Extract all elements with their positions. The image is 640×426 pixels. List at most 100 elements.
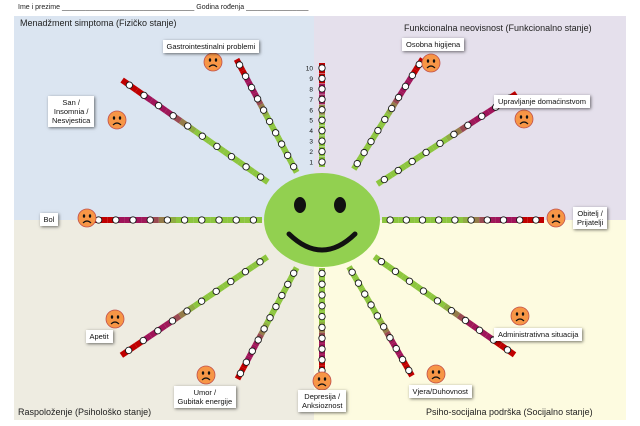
scale-point[interactable]: [266, 314, 274, 322]
scale-point[interactable]: [499, 216, 508, 224]
scale-point[interactable]: [408, 71, 417, 80]
scale-point[interactable]: [391, 267, 400, 276]
scale-point[interactable]: [353, 159, 361, 168]
scale-point[interactable]: [260, 325, 268, 333]
scale-point[interactable]: [483, 216, 491, 224]
scale-point[interactable]: [254, 336, 262, 344]
scale-point[interactable]: [318, 312, 326, 321]
scale-point[interactable]: [516, 216, 524, 224]
scale-point[interactable]: [354, 279, 363, 287]
scale-point[interactable]: [418, 216, 427, 224]
scale-point[interactable]: [180, 216, 189, 224]
scale-point[interactable]: [277, 140, 286, 148]
scale-point[interactable]: [289, 163, 298, 171]
scale-point[interactable]: [405, 366, 413, 375]
scale-point[interactable]: [318, 291, 326, 299]
scale-point[interactable]: [213, 142, 221, 151]
scale-point[interactable]: [169, 112, 177, 120]
scale-point[interactable]: [318, 356, 326, 364]
scale-point[interactable]: [394, 166, 402, 175]
scale-point[interactable]: [318, 85, 326, 93]
scale-point[interactable]: [380, 175, 388, 184]
scale-point[interactable]: [318, 302, 326, 310]
scale-point[interactable]: [265, 117, 274, 126]
scale-point[interactable]: [242, 163, 250, 171]
scale-point[interactable]: [125, 346, 133, 355]
scale-point[interactable]: [154, 101, 163, 110]
scale-point[interactable]: [386, 334, 394, 342]
scale-point[interactable]: [318, 345, 326, 353]
scale-point[interactable]: [318, 280, 326, 288]
scale-point[interactable]: [367, 301, 375, 309]
scale-point[interactable]: [256, 173, 265, 181]
scale-point[interactable]: [435, 216, 443, 224]
scale-point[interactable]: [503, 346, 512, 354]
scale-point[interactable]: [278, 291, 286, 300]
scale-point[interactable]: [415, 60, 423, 69]
scale-point[interactable]: [242, 358, 251, 366]
scale-point[interactable]: [318, 74, 326, 83]
scale-point[interactable]: [464, 121, 472, 129]
scale-point[interactable]: [271, 129, 280, 137]
scale-point[interactable]: [402, 216, 410, 224]
scale-point[interactable]: [318, 116, 326, 124]
scale-point[interactable]: [125, 81, 134, 89]
scale-point[interactable]: [227, 277, 235, 286]
scale-point[interactable]: [215, 216, 223, 224]
scale-point[interactable]: [374, 126, 382, 135]
scale-point[interactable]: [398, 355, 407, 364]
scale-point[interactable]: [475, 326, 484, 334]
scale-point[interactable]: [436, 139, 444, 148]
scale-point[interactable]: [184, 122, 192, 130]
scale-point[interactable]: [348, 268, 356, 276]
scale-point[interactable]: [318, 137, 326, 145]
scale-point[interactable]: [197, 297, 206, 305]
scale-point[interactable]: [422, 148, 430, 157]
scale-point[interactable]: [381, 115, 389, 124]
scale-point[interactable]: [318, 158, 326, 166]
scale-point[interactable]: [236, 369, 245, 378]
scale-point[interactable]: [283, 151, 292, 160]
scale-point[interactable]: [163, 216, 172, 224]
scale-point[interactable]: [139, 336, 147, 345]
scale-point[interactable]: [447, 307, 456, 315]
scale-point[interactable]: [253, 95, 262, 103]
scale-point[interactable]: [451, 216, 459, 224]
scale-point[interactable]: [367, 137, 375, 146]
scale-point[interactable]: [388, 104, 396, 113]
scale-point[interactable]: [361, 290, 369, 298]
scale-point[interactable]: [227, 152, 236, 161]
scale-point[interactable]: [318, 106, 326, 114]
scale-point[interactable]: [284, 280, 292, 289]
scale-point[interactable]: [419, 287, 428, 295]
scale-point[interactable]: [377, 257, 386, 266]
scale-point[interactable]: [450, 130, 458, 138]
scale-point[interactable]: [241, 72, 250, 80]
scale-point[interactable]: [259, 106, 268, 114]
scale-point[interactable]: [394, 93, 403, 102]
scale-point[interactable]: [183, 307, 191, 315]
scale-point[interactable]: [408, 157, 416, 166]
scale-point[interactable]: [112, 216, 120, 224]
scale-point[interactable]: [318, 95, 326, 103]
scale-point[interactable]: [318, 64, 326, 72]
scale-point[interactable]: [212, 287, 220, 296]
scale-point[interactable]: [392, 344, 400, 353]
scale-point[interactable]: [235, 61, 244, 69]
scale-point[interactable]: [318, 334, 326, 342]
scale-point[interactable]: [198, 132, 206, 140]
scale-point[interactable]: [290, 269, 298, 277]
scale-point[interactable]: [168, 317, 177, 325]
scale-point[interactable]: [532, 216, 540, 224]
scale-point[interactable]: [386, 216, 394, 224]
scale-point[interactable]: [247, 83, 256, 92]
scale-point[interactable]: [405, 277, 414, 285]
scale-point[interactable]: [478, 112, 486, 120]
scale-point[interactable]: [318, 323, 326, 332]
scale-point[interactable]: [146, 216, 154, 224]
scale-point[interactable]: [249, 216, 258, 224]
scale-point[interactable]: [129, 216, 137, 224]
scale-point[interactable]: [360, 148, 368, 157]
scale-point[interactable]: [318, 127, 326, 135]
scale-point[interactable]: [140, 91, 148, 100]
